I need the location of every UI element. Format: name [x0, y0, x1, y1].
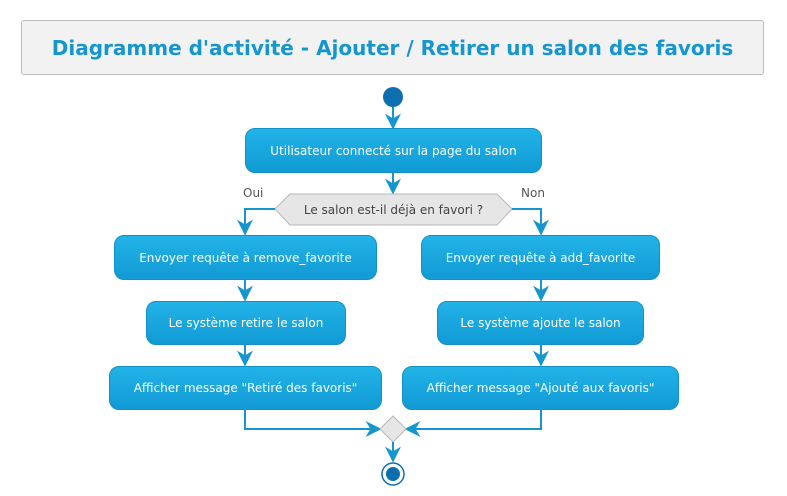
- activity-left-message: Afficher message "Retiré des favoris": [109, 366, 382, 410]
- activity-right-system: Le système ajoute le salon: [437, 301, 644, 345]
- edge-decision-yes: [237, 208, 275, 236]
- decision-question: Le salon est-il déjà en favori ?: [303, 202, 484, 217]
- activity-left-request: Envoyer requête à remove_favorite: [114, 235, 377, 280]
- activity-left-system: Le système retire le salon: [146, 301, 346, 345]
- activity-right-request: Envoyer requête à add_favorite: [421, 235, 660, 280]
- end-node: [386, 467, 400, 481]
- activity-start-action: Utilisateur connecté sur la page du salo…: [245, 128, 542, 173]
- activity-right-message: Afficher message "Ajouté aux favoris": [402, 366, 679, 410]
- diagram-title-box: Diagramme d'activité - Ajouter / Retirer…: [21, 20, 764, 75]
- edge-right-to-merge: [404, 410, 542, 437]
- decision-no-label: Non: [521, 186, 545, 200]
- merge-diamond: [379, 415, 407, 443]
- edge-left-to-merge: [244, 410, 382, 437]
- edge-decision-no: [512, 208, 549, 236]
- start-node: [383, 87, 403, 107]
- diagram-title: Diagramme d'activité - Ajouter / Retirer…: [51, 35, 734, 60]
- decision-yes-label: Oui: [243, 186, 264, 200]
